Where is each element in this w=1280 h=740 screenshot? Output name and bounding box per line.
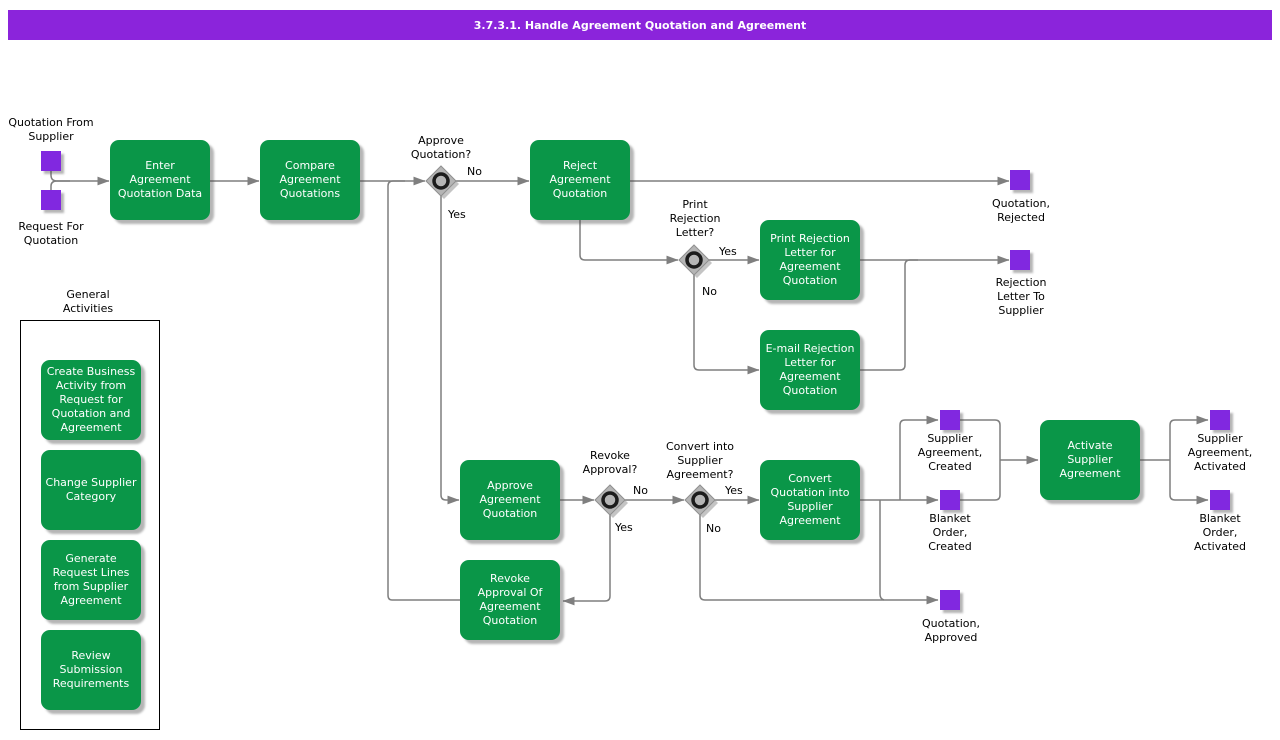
- event-rejection-letter-to-supplier: [1010, 250, 1030, 270]
- gateway-question-convert-into-supplier-agreement: Convert into Supplier Agreement?: [665, 440, 735, 481]
- activity-approve-agreement-quotation[interactable]: Approve Agreement Quotation: [460, 460, 560, 540]
- sidebar-item-generate-request-lines[interactable]: Generate Request Lines from Supplier Agr…: [41, 540, 141, 620]
- gateway-approve-quotation: [425, 165, 459, 199]
- activity-enter-agreement-quotation-data[interactable]: Enter Agreement Quotation Data: [110, 140, 210, 220]
- activity-convert-quotation-into-supplier-agreement[interactable]: Convert Quotation into Supplier Agreemen…: [760, 460, 860, 540]
- branch-label-no: No: [702, 285, 717, 298]
- edge-activate-to-sa-activated: [1169, 415, 1209, 460]
- event-supplier-agreement-created: [940, 410, 960, 430]
- edge-activate-to-bo-activated: [1169, 460, 1209, 505]
- activity-revoke-approval-of-agreement-quotation[interactable]: Revoke Approval Of Agreement Quotation: [460, 560, 560, 640]
- page-title: 3.7.3.1. Handle Agreement Quotation and …: [473, 18, 807, 32]
- edge-reject-to-print-gateway: [579, 220, 679, 265]
- label-quotation-approved: Quotation, Approved: [922, 617, 980, 644]
- label-supplier-agreement-created: Supplier Agreement, Created: [917, 432, 983, 473]
- edge-convert-branch-up: [899, 415, 939, 500]
- event-quotation-rejected: [1010, 170, 1030, 190]
- edge-convert-gateway-no: [699, 515, 939, 605]
- label-blanket-order-activated: Blanket Order, Activated: [1193, 512, 1247, 553]
- label-rejection-letter-to-supplier: Rejection Letter To Supplier: [995, 276, 1047, 317]
- diagram-title-bar: 3.7.3.1. Handle Agreement Quotation and …: [8, 10, 1272, 40]
- branch-label-yes: Yes: [725, 484, 743, 497]
- branch-label-yes: Yes: [615, 521, 633, 534]
- edge-request-for-quotation-merge: [50, 180, 70, 190]
- sidebar-item-create-business-activity[interactable]: Create Business Activity from Request fo…: [41, 360, 141, 440]
- gateway-question-revoke-approval: Revoke Approval?: [582, 449, 638, 476]
- label-supplier-agreement-activated: Supplier Agreement, Activated: [1187, 432, 1253, 473]
- edge-quotation-from-supplier-merge: [50, 171, 110, 186]
- edge-email-merge: [860, 259, 918, 371]
- edge-revoke-gateway-yes: [562, 515, 611, 606]
- gateway-circle-icon: [691, 491, 709, 509]
- branch-label-no: No: [467, 165, 482, 178]
- gateway-circle-icon: [432, 172, 450, 190]
- event-quotation-approved: [940, 590, 960, 610]
- gateway-circle-icon: [685, 251, 703, 269]
- activity-reject-agreement-quotation[interactable]: Reject Agreement Quotation: [530, 140, 630, 220]
- event-quotation-from-supplier: [41, 151, 61, 171]
- edge-convert-branch-down: [879, 500, 885, 601]
- gateway-question-approve-quotation: Approve Quotation?: [410, 134, 472, 161]
- branch-label-no: No: [706, 522, 721, 535]
- gateway-revoke-approval: [594, 484, 628, 518]
- sidebar-item-review-submission-requirements[interactable]: Review Submission Requirements: [41, 630, 141, 710]
- branch-label-yes: Yes: [448, 208, 466, 221]
- label-quotation-rejected: Quotation, Rejected: [992, 197, 1050, 224]
- edge-approve-gateway-yes: [440, 196, 460, 505]
- branch-label-yes: Yes: [719, 245, 737, 258]
- gateway-convert-into-supplier-agreement: [684, 484, 718, 518]
- label-blanket-order-created: Blanket Order, Created: [928, 512, 972, 553]
- gateway-circle-icon: [601, 491, 619, 509]
- label-quotation-from-supplier: Quotation From Supplier: [8, 116, 94, 143]
- event-blanket-order-created: [940, 490, 960, 510]
- gateway-print-rejection-letter: [678, 244, 712, 278]
- edges: [50, 171, 1209, 606]
- edge-revoke-return-loop: [387, 180, 460, 601]
- sidebar-item-change-supplier-category[interactable]: Change Supplier Category: [41, 450, 141, 530]
- event-blanket-order-activated: [1210, 490, 1230, 510]
- branch-label-no: No: [633, 484, 648, 497]
- activity-print-rejection-letter[interactable]: Print Rejection Letter for Agreement Quo…: [760, 220, 860, 300]
- edge-print-gateway-no: [693, 275, 760, 375]
- event-request-for-quotation: [41, 190, 61, 210]
- gateway-question-print-rejection-letter: Print Rejection Letter?: [669, 198, 721, 239]
- activity-compare-agreement-quotations[interactable]: Compare Agreement Quotations: [260, 140, 360, 220]
- sidebar-title: General Activities: [62, 288, 114, 315]
- label-request-for-quotation: Request For Quotation: [18, 220, 84, 247]
- event-supplier-agreement-activated: [1210, 410, 1230, 430]
- activity-email-rejection-letter[interactable]: E-mail Rejection Letter for Agreement Qu…: [760, 330, 860, 410]
- activity-activate-supplier-agreement[interactable]: Activate Supplier Agreement: [1040, 420, 1140, 500]
